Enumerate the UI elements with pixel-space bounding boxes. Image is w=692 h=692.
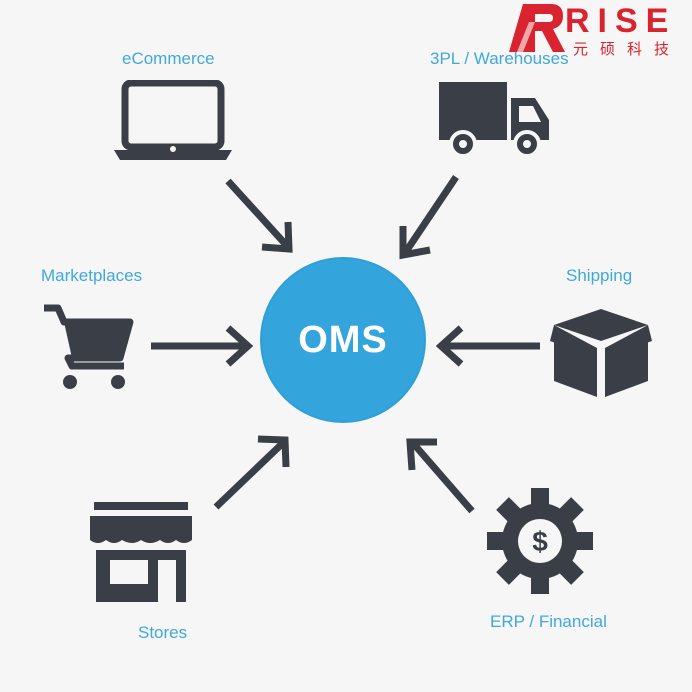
arrow-stores [213, 435, 290, 510]
arrow-erp [406, 438, 475, 514]
truck-icon [439, 82, 549, 158]
laptop-icon [114, 80, 232, 160]
stores-label: Stores [138, 623, 188, 642]
logo-subtitle: 元硕科技 [573, 40, 682, 58]
svg-text:$: $ [532, 526, 548, 557]
oms-hub: OMS [262, 259, 424, 421]
box-icon [550, 309, 652, 397]
shopping-cart-icon [44, 304, 134, 389]
shipping-label: Shipping [566, 266, 633, 285]
store-icon [90, 502, 192, 602]
arrow-shipping [435, 325, 540, 367]
oms-hub-label: OMS [298, 318, 388, 361]
warehouses-label: 3PL / Warehouses [430, 49, 569, 68]
arrow-marketplaces [151, 325, 254, 367]
gear-dollar-icon: $ [487, 488, 593, 594]
rise-logo-mark [509, 4, 565, 52]
logo-word: RISE [565, 2, 677, 40]
erp-label: ERP / Financial [490, 612, 607, 631]
arrow-warehouses [399, 175, 459, 260]
marketplaces-label: Marketplaces [41, 266, 143, 285]
arrow-ecommerce [225, 178, 293, 253]
ecommerce-label: eCommerce [122, 49, 215, 68]
